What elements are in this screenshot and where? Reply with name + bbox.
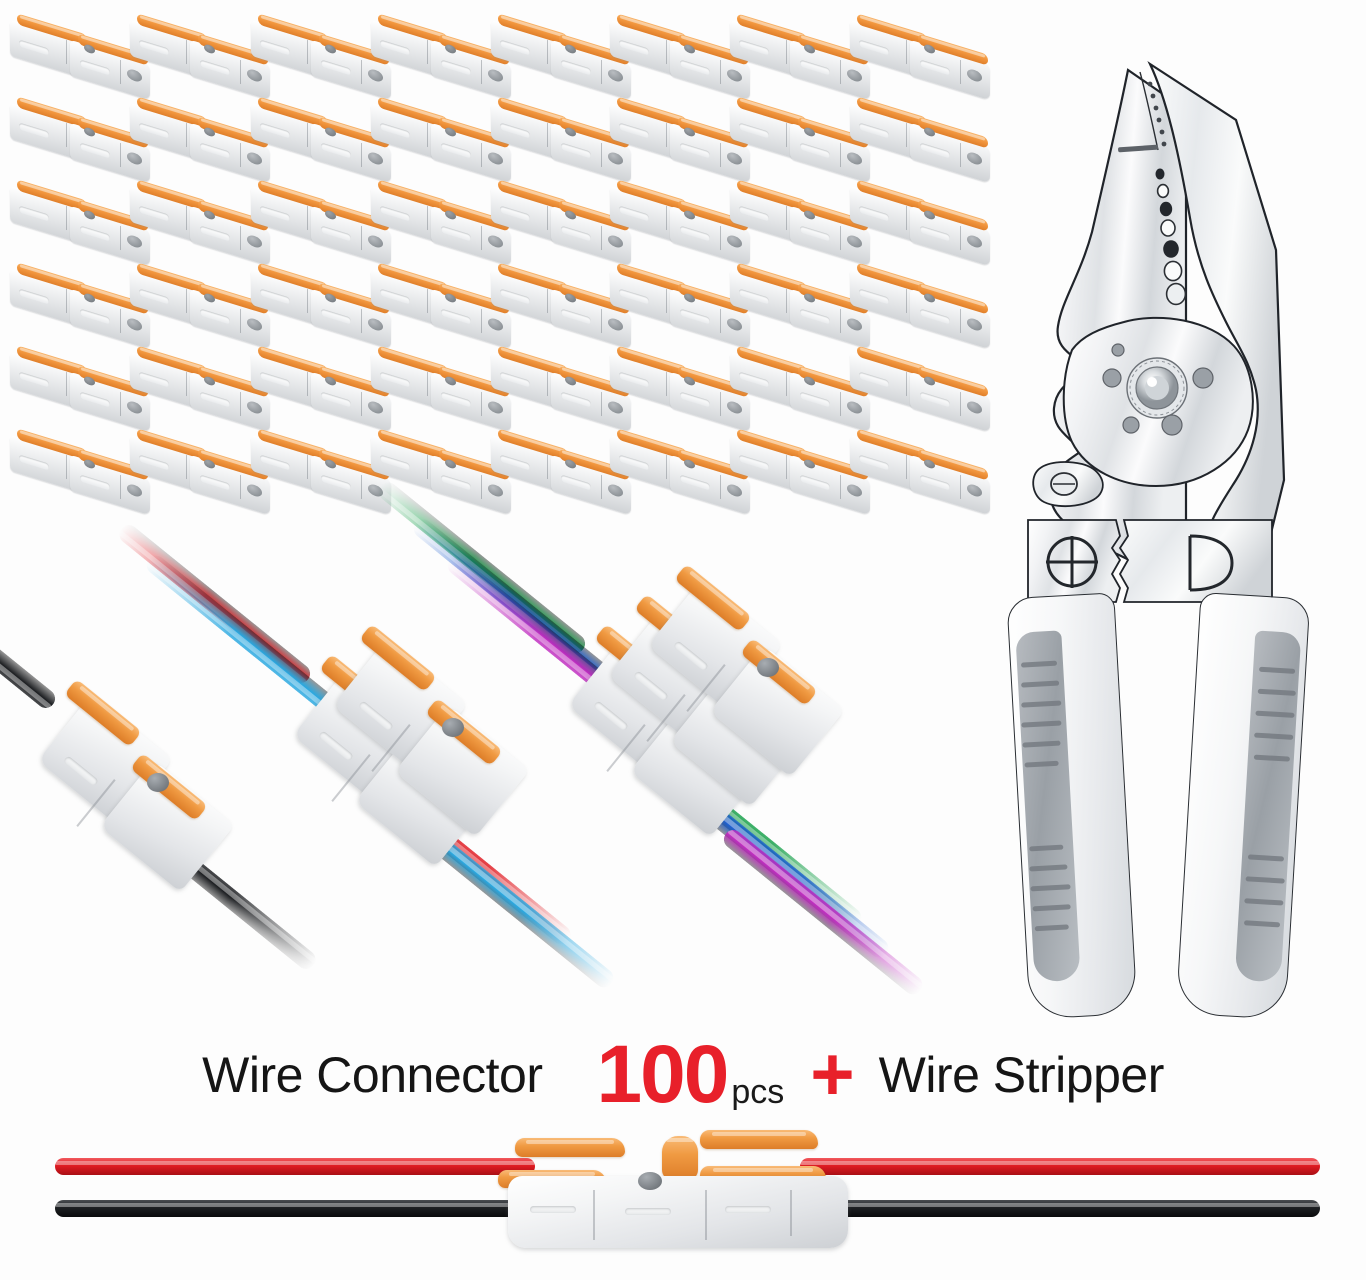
lightening-hole <box>1192 367 1214 389</box>
bottom-test-hole <box>638 1172 662 1190</box>
right-grip-insert <box>1234 630 1302 983</box>
bottom-wire-black-left <box>55 1200 525 1217</box>
pivot-screw-icon <box>1126 357 1188 419</box>
bottom-lever-4 <box>662 1136 698 1180</box>
stripper-left-handle <box>1006 592 1138 1020</box>
bolt-shear-notch <box>1032 461 1104 508</box>
crimp-die-right <box>1118 519 1273 603</box>
stripping-holes-icon <box>1155 168 1187 306</box>
lightening-hole <box>1161 414 1183 436</box>
bottom-slot-3 <box>725 1206 771 1213</box>
stripper-upper-jaw <box>1147 60 1286 572</box>
left-product-label: Wire Connector <box>202 1047 543 1103</box>
input-wire <box>142 551 349 724</box>
lever-wire-connector <box>848 179 998 270</box>
lever-wire-connector <box>848 428 998 519</box>
piece-count-unit: pcs <box>731 1073 785 1111</box>
lever-wire-connector <box>848 96 998 187</box>
bottom-lever-2 <box>700 1130 818 1149</box>
bottom-wire-red-left <box>55 1158 535 1175</box>
bottom-lever-1 <box>515 1138 625 1157</box>
bottom-slot-2 <box>625 1208 671 1215</box>
piece-count: 100 <box>596 1029 729 1120</box>
connector-grid <box>0 13 990 528</box>
input-wire <box>0 552 59 712</box>
stripper-jaws-icon <box>1027 60 1286 603</box>
output-wire <box>720 826 927 999</box>
jaw-crossbar <box>1118 144 1159 153</box>
lightening-hole <box>1122 416 1140 434</box>
wire-stripper-tool <box>1000 50 1330 1020</box>
right-product-label: Wire Stripper <box>878 1047 1165 1103</box>
bottom-slot-1 <box>530 1206 576 1213</box>
lever-wire-connector <box>848 262 998 353</box>
plus-symbol: + <box>810 1032 855 1117</box>
test-probe-hole <box>147 773 169 792</box>
stripper-right-handle <box>1175 592 1311 1020</box>
lever-wire-connector <box>848 13 998 104</box>
bottom-wire-red-right <box>800 1158 1320 1175</box>
plus-die-icon <box>1046 536 1098 588</box>
lever-wire-connector <box>848 345 998 436</box>
test-probe-hole <box>757 658 779 677</box>
test-probe-hole <box>442 718 464 737</box>
serrated-nose-icon <box>1139 71 1167 151</box>
d-die-icon <box>1188 534 1234 592</box>
bottom-wire-black-right <box>790 1200 1320 1217</box>
lightening-hole <box>1111 343 1125 357</box>
product-caption-band: Wire Connector 100 pcs + Wire Stripper <box>0 1030 1366 1120</box>
lightening-hole <box>1102 368 1122 388</box>
